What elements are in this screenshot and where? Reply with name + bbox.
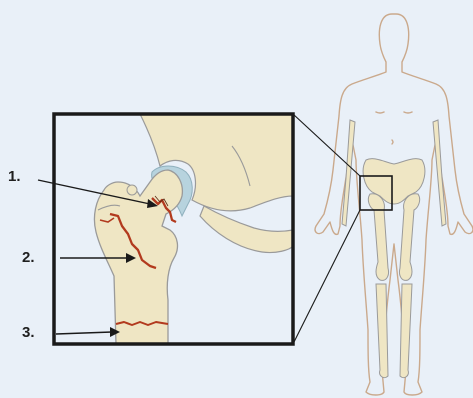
label-1: 1. bbox=[8, 168, 21, 185]
left-arm-bone bbox=[342, 120, 355, 226]
label-2: 2. bbox=[22, 249, 35, 266]
left-femur bbox=[368, 194, 388, 281]
chest-detail bbox=[376, 112, 412, 113]
label-3: 3. bbox=[22, 324, 35, 341]
right-tibia bbox=[400, 284, 412, 378]
right-arm-bone bbox=[433, 120, 446, 226]
femur-closeup-icon bbox=[54, 114, 293, 344]
trochanter-bump bbox=[127, 185, 137, 195]
left-tibia bbox=[376, 284, 388, 378]
right-femur bbox=[399, 194, 419, 281]
navel-detail bbox=[392, 140, 393, 144]
connector-bottom bbox=[293, 210, 360, 344]
